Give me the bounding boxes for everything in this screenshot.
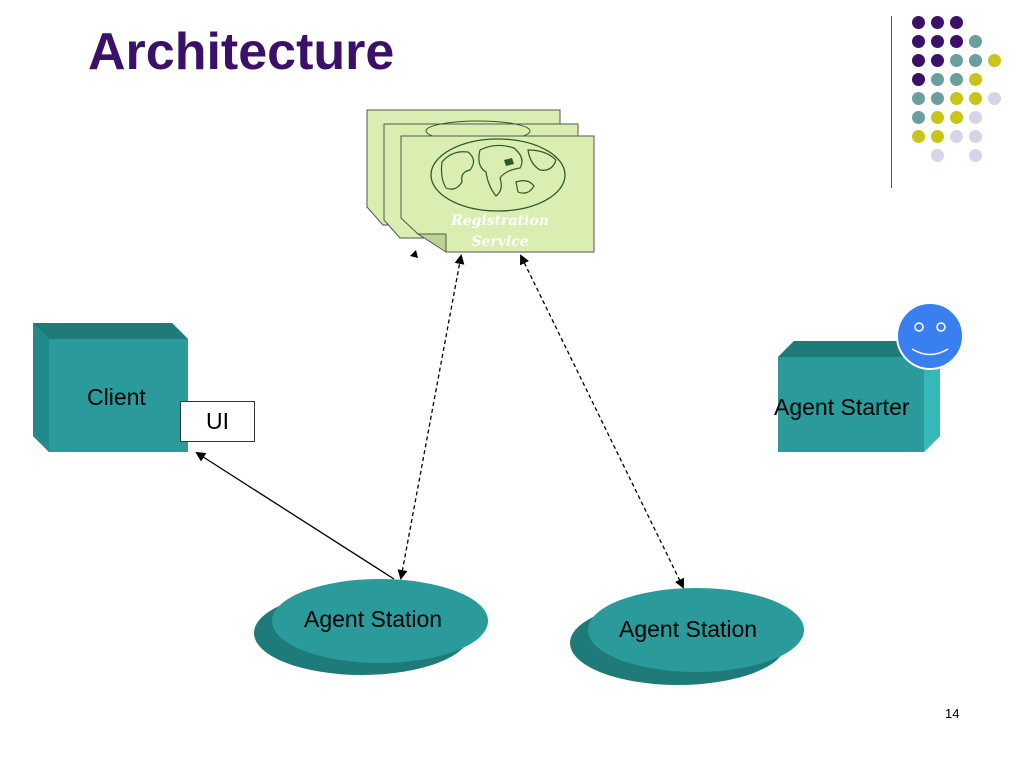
dot: [969, 35, 982, 48]
dot: [912, 111, 925, 124]
dot: [950, 16, 963, 29]
agent-starter-label: Agent Starter: [774, 394, 910, 420]
connector-station-left-to-registration: [397, 254, 465, 580]
dot: [988, 92, 1001, 105]
dot: [988, 54, 1001, 67]
dot: [931, 35, 944, 48]
ui-label: UI: [206, 408, 229, 434]
agent-station-right-node: [570, 588, 804, 685]
slide-title: Architecture: [88, 23, 395, 81]
dot: [950, 111, 963, 124]
registration-label-line1: Registration: [451, 213, 549, 229]
dot: [912, 16, 925, 29]
dot: [969, 111, 982, 124]
client-label: Client: [87, 384, 146, 410]
dot: [950, 73, 963, 86]
dot: [931, 54, 944, 67]
dot: [931, 111, 944, 124]
dot: [969, 92, 982, 105]
dot: [912, 92, 925, 105]
dot: [912, 73, 925, 86]
dot: [950, 35, 963, 48]
dot: [969, 73, 982, 86]
dot: [912, 35, 925, 48]
divider-line: [891, 16, 892, 188]
dot: [931, 73, 944, 86]
dot: [950, 92, 963, 105]
dot: [931, 16, 944, 29]
dot: [969, 149, 982, 162]
client-node: [33, 323, 188, 452]
dot: [969, 130, 982, 143]
smiley-icon: [896, 302, 964, 370]
registration-service-stack: [366, 109, 595, 253]
dot: [931, 149, 944, 162]
dot: [912, 130, 925, 143]
slide-number: 14: [945, 706, 960, 721]
dot: [931, 92, 944, 105]
small-arrowhead: [410, 250, 418, 258]
dot: [969, 54, 982, 67]
agent-station-left-node: [254, 579, 488, 675]
dot: [950, 54, 963, 67]
globe-icon: [430, 138, 566, 212]
dot: [950, 130, 963, 143]
connector-station-right-to-registration: [520, 254, 684, 589]
agent-station-left-label: Agent Station: [304, 606, 443, 632]
dot: [912, 54, 925, 67]
registration-service-label: Registration Service: [430, 211, 570, 253]
registration-label-line2: Service: [471, 234, 529, 250]
agent-station-right-label: Agent Station: [619, 616, 758, 642]
ui-box: UI: [180, 401, 255, 442]
connector-station-to-ui: [195, 451, 395, 580]
dot: [931, 130, 944, 143]
